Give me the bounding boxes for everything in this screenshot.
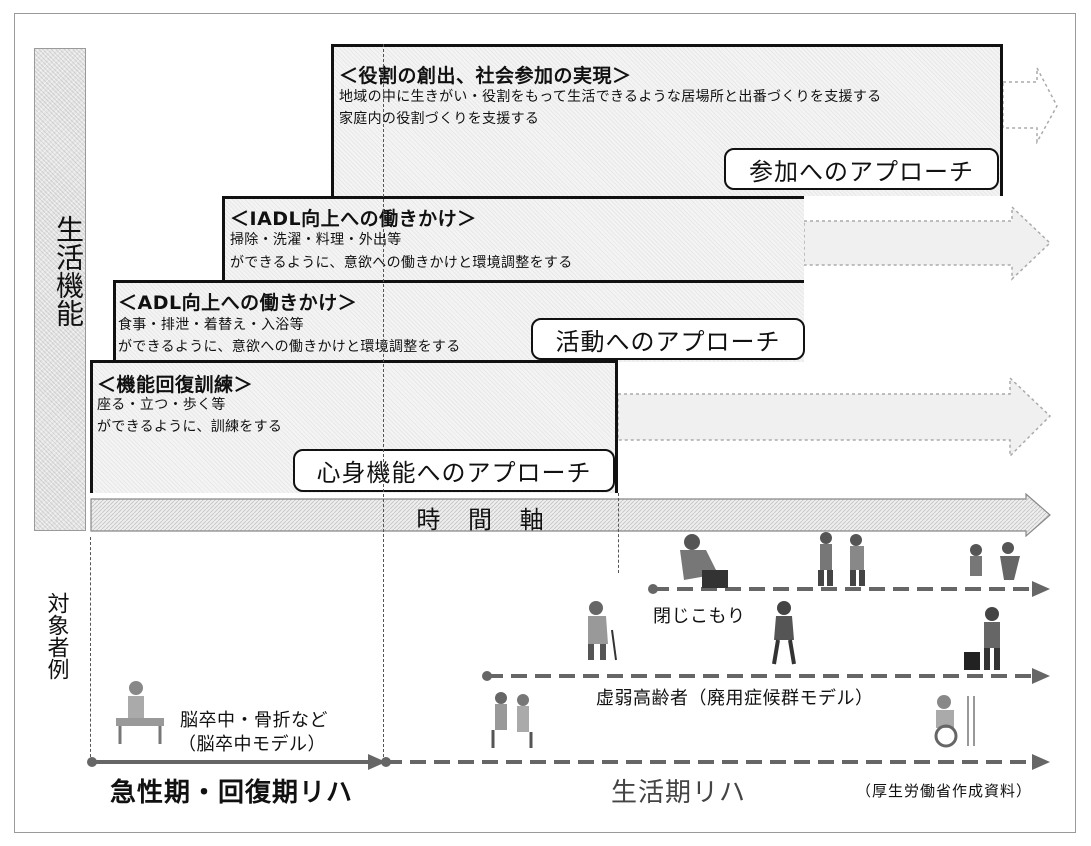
rehab-assist-icon bbox=[491, 692, 533, 748]
time-axis-label: 時 間 軸 bbox=[416, 506, 554, 534]
adl-desc-2: ができるように、意欲への働きかけと環境調整をする bbox=[118, 339, 461, 355]
target-stroke-1: 脳卒中・骨折など bbox=[180, 710, 328, 731]
target-stroke-2: （脳卒中モデル） bbox=[178, 734, 326, 755]
function-desc-1: 座る・立つ・歩く等 bbox=[97, 397, 226, 413]
person-sitting-icon bbox=[680, 534, 728, 588]
source-note: （厚生労働省作成資料） bbox=[856, 782, 1033, 800]
function-arrow bbox=[618, 376, 1052, 458]
adl-title: ＜ADL向上への働きかけ＞ bbox=[118, 292, 358, 314]
phase-acute-recovery: 急性期・回復期リハ bbox=[110, 778, 354, 808]
iadl-block bbox=[222, 196, 804, 282]
people-group-icon bbox=[818, 532, 865, 586]
y-axis-label: 生活機能 bbox=[52, 215, 85, 327]
phase-living: 生活期リハ bbox=[611, 778, 747, 808]
target-examples-text: 対象者例 bbox=[43, 592, 69, 680]
person-lifting-icon bbox=[964, 607, 1000, 670]
elderly-cane-icon bbox=[588, 601, 617, 661]
guide-function-end bbox=[618, 493, 619, 573]
y-axis-bar bbox=[34, 48, 86, 531]
guide-left bbox=[90, 537, 91, 762]
person-walking-icon bbox=[772, 601, 796, 665]
participation-desc-2: 家庭内の役割づくりを支援する bbox=[339, 111, 540, 127]
activity-approach-label: 活動へのアプローチ bbox=[531, 318, 805, 360]
participation-arrow bbox=[1003, 67, 1058, 144]
iadl-arrow bbox=[804, 205, 1052, 281]
patient-bed-icon bbox=[116, 681, 164, 744]
participation-title: ＜役割の創出、社会参加の実現＞ bbox=[339, 65, 632, 87]
function-title: ＜機能回復訓練＞ bbox=[97, 374, 254, 396]
iadl-desc-2: ができるように、意欲への働きかけと環境調整をする bbox=[230, 255, 573, 271]
iadl-title: ＜IADL向上への働きかけ＞ bbox=[230, 208, 477, 230]
iadl-desc-1: 掃除・洗濯・料理・外出等 bbox=[230, 232, 402, 248]
function-approach-label: 心身機能へのアプローチ bbox=[293, 449, 615, 492]
person-gardening-icon bbox=[970, 542, 1020, 580]
guide-phase-split bbox=[383, 44, 384, 762]
wheelchair-icon bbox=[934, 695, 975, 748]
participation-approach-label: 参加へのアプローチ bbox=[724, 148, 999, 190]
target-examples-label: 対象者例 bbox=[36, 592, 76, 680]
adl-desc-1: 食事・排泄・着替え・入浴等 bbox=[118, 317, 304, 333]
participation-block bbox=[331, 44, 1003, 196]
function-desc-2: ができるように、訓練をする bbox=[97, 419, 283, 435]
target-frail-elderly: 虚弱高齢者（廃用症候群モデル） bbox=[596, 688, 874, 709]
diagram-frame bbox=[14, 13, 1076, 833]
target-withdrawn: 閉じこもり bbox=[653, 606, 746, 627]
participation-desc-1: 地域の中に生きがい・役割をもって生活できるような居場所と出番づくりを支援する bbox=[339, 89, 882, 105]
time-axis-arrow bbox=[90, 493, 1051, 537]
target-arrows bbox=[87, 581, 1050, 770]
